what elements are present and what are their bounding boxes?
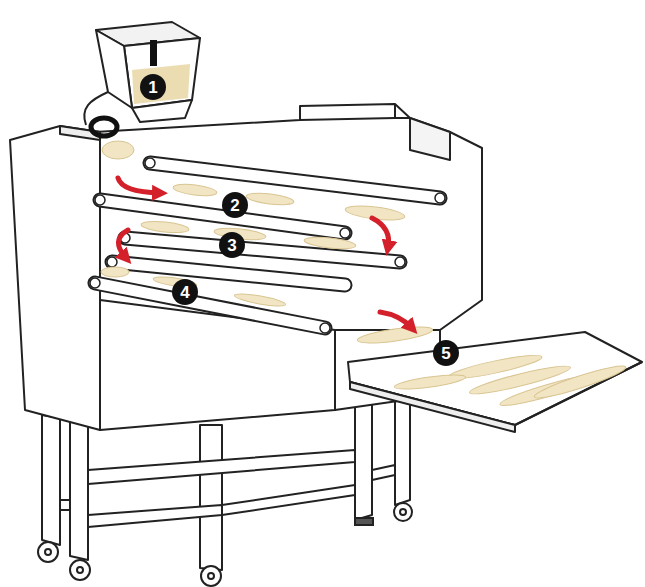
crossbar [88,505,222,527]
roller-end [340,228,350,238]
flow-arrow [372,218,389,248]
callout-number: 1 [148,79,157,96]
roller-outline [125,238,400,262]
roller-end [145,158,155,168]
caster-wheel [70,560,90,580]
callout-badge: 1 [140,74,166,100]
dough-ball [102,141,134,159]
tray [348,332,642,425]
baguettes [357,324,628,410]
callout-number: 4 [180,284,189,301]
roller-end [320,323,330,333]
roller-ends [90,158,445,333]
callout-badge: 5 [433,340,459,366]
roller [150,163,440,198]
roller [112,262,345,285]
callout-badge: 2 [222,192,248,218]
machine-body [10,104,482,430]
caster-hub [77,567,83,573]
roller-outline [112,262,345,285]
roller-outline [95,283,325,328]
dough-pieces [101,141,406,308]
output-tray [348,332,642,432]
leg [200,425,222,570]
conveyor-belts [90,158,445,333]
dough-roll [101,267,129,277]
roller [95,283,325,328]
baguette [394,372,467,392]
crossbar [88,450,355,484]
caster-hub [45,549,51,555]
roller-end [395,257,405,267]
callout-number: 5 [441,345,450,362]
crossbar [372,465,395,480]
baguette [532,361,627,402]
leg [395,392,410,505]
foot [355,518,373,525]
flow-arrow [118,230,128,258]
panel-step [394,104,396,118]
roller-end [435,193,445,203]
flow-arrow [118,178,160,193]
crossbar [60,500,70,510]
roller-end [95,195,105,205]
dough-sheet [246,191,295,207]
roller-end [107,257,117,267]
callout-number: 2 [230,197,239,214]
roller [125,238,400,262]
hopper-paddle [150,40,157,66]
dough-roll [234,292,287,309]
leg [70,420,88,560]
hopper [84,22,200,136]
callout-badge: 4 [172,279,198,305]
panel-step [300,118,410,120]
left-housing [10,126,100,430]
callout-number: 3 [227,237,236,254]
flow-arrows [118,178,412,328]
casters [38,503,412,586]
feed-roller [91,118,117,136]
caster-hub [208,573,214,579]
crossbar [222,485,355,515]
hopper-neck [132,100,192,122]
caster-wheel [38,542,58,562]
caster-wheel [201,566,221,586]
caster-wheel [394,503,412,521]
control-box [410,118,450,160]
leg [355,402,372,520]
dough-roll [304,235,357,250]
callout-badge: 3 [219,232,245,258]
back-panel [95,104,482,330]
hopper-front [124,38,200,108]
leg [42,415,60,545]
hopper-dough [132,64,190,104]
caster-hub [400,509,406,515]
flow-arrow [380,312,412,328]
roller-end [90,278,100,288]
roller-outline [150,163,440,198]
dough-roll [141,220,190,235]
baguette [357,324,434,346]
dough-sheet [173,182,218,197]
